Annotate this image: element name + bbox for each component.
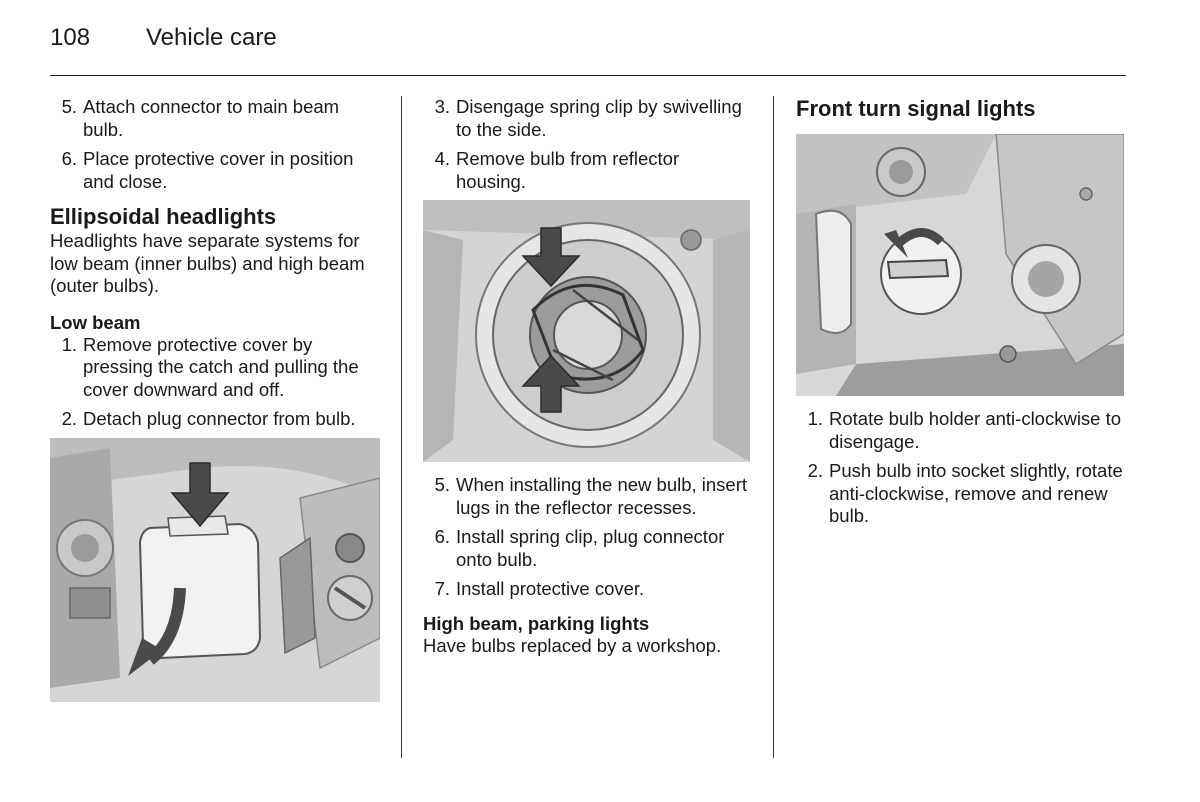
step-item: 5. Attach connector to main beam bulb. — [50, 96, 380, 141]
step-text: Remove bulb from reflector housing. — [456, 148, 680, 192]
step-text: Place protective cover in position and c… — [83, 148, 354, 192]
step-text: Detach plug connector from bulb. — [83, 408, 356, 429]
column-divider-1 — [401, 96, 402, 758]
step-item: 2. Push bulb into socket slightly, rotat… — [796, 460, 1126, 528]
reflector-bulb-illustration — [423, 200, 750, 462]
step-text: Attach connector to main beam bulb. — [83, 96, 340, 140]
column-1: 5. Attach connector to main beam bulb. 6… — [50, 96, 380, 712]
step-number: 5. — [61, 96, 77, 117]
step-item: 6. Install spring clip, plug connector o… — [423, 526, 753, 571]
heading-front-turn-signal-lights: Front turn signal lights — [796, 96, 1036, 121]
step-item: 3. Disengage spring clip by swivelling t… — [423, 96, 753, 141]
step-item: 7. Install protective cover. — [423, 578, 753, 601]
step-item: 6. Place protective cover in position an… — [50, 148, 380, 193]
step-number: 6. — [61, 148, 77, 169]
step-number: 6. — [434, 526, 450, 547]
step-text: Push bulb into socket slightly, rotate a… — [829, 460, 1123, 526]
step-text: When installing the new bulb, insert lug… — [456, 474, 748, 518]
step-number: 2. — [61, 408, 77, 429]
step-item: 1. Rotate bulb holder anti-clockwise to … — [796, 408, 1126, 453]
heading-ellipsoidal-headlights: Ellipsoidal headlights — [50, 204, 277, 229]
column-divider-2 — [773, 96, 774, 758]
step-number: 4. — [434, 148, 450, 169]
subheading-high-beam-parking-lights: High beam, parking lights — [423, 612, 650, 634]
note-paragraph: Have bulbs replaced by a workshop. — [423, 634, 722, 656]
step-number: 1. — [807, 408, 823, 429]
step-number: 1. — [61, 333, 77, 355]
step-item: 2. Detach plug connector from bulb. — [50, 408, 380, 431]
section-title: Vehicle care — [146, 24, 277, 51]
step-text: Install spring clip, plug connector onto… — [456, 526, 725, 570]
subheading-low-beam: Low beam — [50, 311, 141, 333]
step-number: 7. — [434, 578, 450, 599]
step-number: 2. — [807, 460, 823, 481]
step-text: Disengage spring clip by swivelling to t… — [456, 96, 742, 140]
intro-paragraph: Headlights have separate systems for low… — [50, 230, 365, 296]
step-text: Rotate bulb holder anti-clockwise to dis… — [829, 408, 1122, 452]
step-item: 5. When installing the new bulb, insert … — [423, 474, 753, 519]
column-2: 3. Disengage spring clip by swivelling t… — [423, 96, 753, 657]
step-text: Remove protective cover by pressing the … — [83, 333, 359, 400]
step-number: 3. — [434, 96, 450, 117]
cover-removal-illustration — [50, 437, 380, 702]
turn-signal-illustration — [796, 134, 1124, 396]
step-number: 5. — [434, 474, 450, 495]
page-header: 108 Vehicle care — [50, 24, 1126, 76]
step-text: Install protective cover. — [456, 578, 645, 599]
column-3: Front turn signal lights 1. Rotate bulb — [796, 96, 1126, 535]
step-item: 4. Remove bulb from reflector housing. — [423, 148, 753, 193]
step-item: 1. Remove protective cover by pressing t… — [50, 334, 380, 402]
page-number: 108 — [50, 24, 91, 51]
